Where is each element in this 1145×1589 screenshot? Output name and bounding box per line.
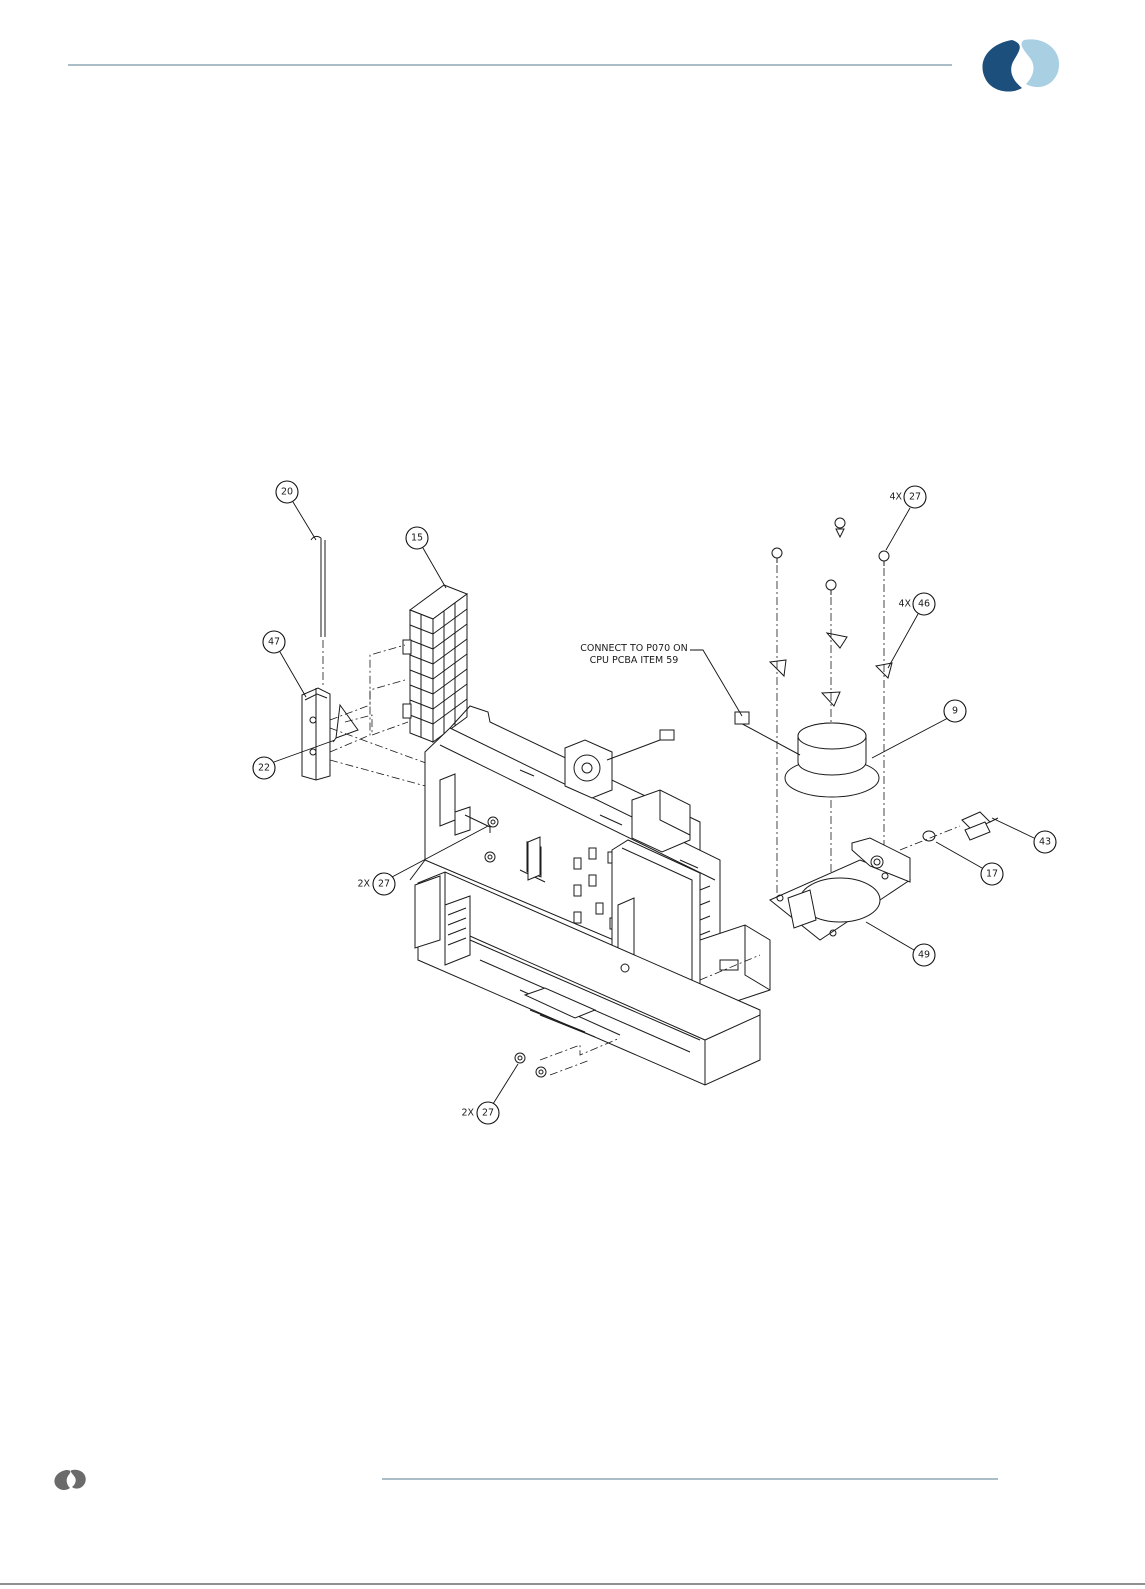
callout-27-speaker: 27 4X	[886, 486, 926, 550]
exploded-assembly-drawing: 20 15 47 22 27 2X 27 2X	[253, 481, 1056, 1124]
callout-17: 17	[936, 842, 1003, 885]
svg-text:47: 47	[268, 637, 280, 648]
oring-fitting-part	[900, 812, 998, 850]
svg-text:27: 27	[909, 492, 921, 503]
cooling-fan-part	[565, 730, 674, 798]
speaker-part	[735, 712, 879, 797]
svg-text:4X: 4X	[889, 492, 902, 503]
callout-9: 9	[872, 700, 966, 758]
svg-text:15: 15	[411, 533, 423, 544]
rod-part	[311, 536, 325, 688]
speaker-bracket-part	[770, 838, 910, 940]
callout-43: 43	[992, 818, 1056, 853]
svg-text:CONNECT TO P070 ON: CONNECT TO P070 ON	[580, 643, 688, 654]
svg-text:20: 20	[281, 487, 293, 498]
svg-text:2X: 2X	[357, 879, 370, 890]
svg-text:CPU PCBA ITEM 59: CPU PCBA ITEM 59	[590, 655, 679, 666]
svg-text:46: 46	[918, 599, 930, 610]
filter-grille-part	[403, 585, 467, 742]
svg-text:43: 43	[1039, 837, 1051, 848]
svg-text:4X: 4X	[898, 599, 911, 610]
svg-text:49: 49	[918, 950, 930, 961]
svg-text:2X: 2X	[461, 1108, 474, 1119]
brand-logo-icon	[982, 39, 1059, 91]
svg-text:17: 17	[986, 869, 998, 880]
callout-15: 15	[406, 527, 446, 588]
spring-clip-part	[333, 705, 358, 742]
callout-46: 46 4X	[888, 593, 935, 668]
svg-text:27: 27	[378, 879, 390, 890]
svg-text:22: 22	[258, 763, 270, 774]
svg-text:9: 9	[952, 706, 958, 717]
callout-27-bottom: 27 2X	[461, 1064, 518, 1124]
connector-note: CONNECT TO P070 ON CPU PCBA ITEM 59	[580, 643, 742, 716]
svg-text:27: 27	[482, 1108, 494, 1119]
callout-47: 47	[263, 631, 306, 697]
footer-logo-icon	[54, 1470, 85, 1490]
bottom-screws-part	[515, 1053, 546, 1077]
callout-49: 49	[866, 922, 935, 966]
side-bracket-part	[302, 688, 330, 780]
callout-20: 20	[276, 481, 316, 540]
